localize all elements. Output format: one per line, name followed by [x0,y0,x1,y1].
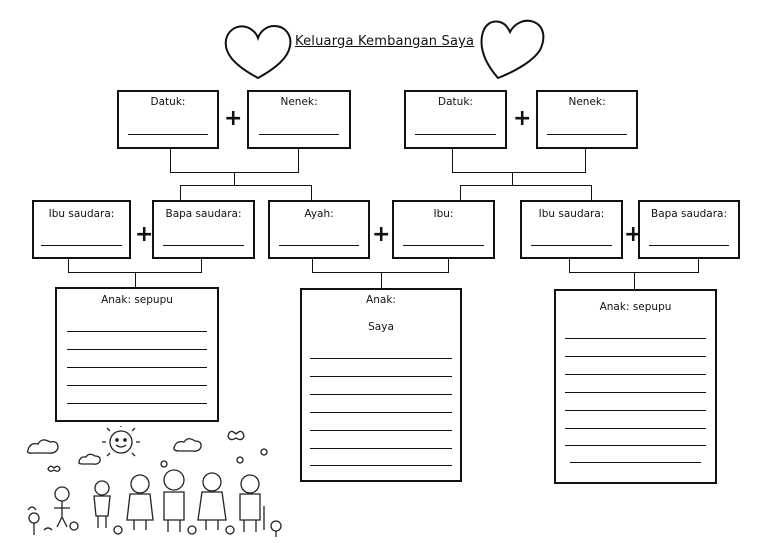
name-input-line[interactable] [163,245,244,246]
ibu-label: Ibu: [433,208,454,220]
plus-sign: + [624,222,643,247]
name-input-line[interactable] [128,134,208,135]
connector-bracket [170,149,299,173]
name-input-line[interactable] [565,374,706,375]
name-input-line[interactable] [565,445,706,446]
name-input-line[interactable] [310,394,452,395]
nenek-box-right: Nenek: [536,90,638,149]
anak-sepupu-box-right: Anak: sepupu [554,289,717,484]
name-input-line[interactable] [565,428,706,429]
bapa-saudara-box-left: Bapa saudara: [152,200,255,259]
connector-line [634,273,635,289]
name-input-line[interactable] [310,465,452,466]
name-input-line[interactable] [310,376,452,377]
name-input-line[interactable] [259,134,339,135]
datuk-box-right: Datuk: [404,90,507,149]
name-input-line[interactable] [67,403,207,404]
ayah-label: Ayah: [304,208,334,220]
name-input-line[interactable] [570,462,701,463]
connector-line [512,173,513,185]
connector-line [381,273,382,288]
name-input-line[interactable] [531,245,612,246]
name-input-line[interactable] [547,134,627,135]
family-doodle-illustration [26,426,282,537]
ibu-saudara-box-right: Ibu saudara: [520,200,623,259]
name-input-line[interactable] [565,356,706,357]
connector-bracket [569,259,699,273]
name-input-line[interactable] [565,410,706,411]
ibu-saudara-label: Ibu saudara: [538,208,605,220]
name-input-line[interactable] [67,349,207,350]
name-input-line[interactable] [310,358,452,359]
heart-icon [480,19,545,80]
name-input-line[interactable] [649,245,729,246]
connector-line [135,273,136,287]
name-input-line[interactable] [565,392,706,393]
bapa-saudara-label: Bapa saudara: [165,208,242,220]
plus-sign: + [224,106,243,131]
name-input-line[interactable] [403,245,484,246]
name-input-line[interactable] [310,412,452,413]
connector-bracket [452,149,586,173]
name-input-line[interactable] [67,331,207,332]
plus-sign: + [135,222,154,247]
connector-bracket [460,185,592,201]
anak-sepupu-label: Anak: sepupu [101,294,173,306]
anak-saya-box: Anak: Saya [300,288,462,482]
bapa-saudara-label: Bapa saudara: [650,208,728,220]
ibu-saudara-box-left: Ibu saudara: [32,200,131,259]
anak-label: Anak: [366,294,396,306]
plus-sign: + [372,222,391,247]
name-input-line[interactable] [565,338,706,339]
connector-bracket [180,185,312,200]
connector-line [234,173,235,185]
page-title: Keluarga Kembangan Saya [295,34,475,49]
name-input-line[interactable] [415,134,496,135]
name-input-line[interactable] [67,385,207,386]
bapa-saudara-box-right: Bapa saudara: [638,200,740,259]
anak-sepupu-label: Anak: sepupu [599,301,672,313]
saya-label: Saya [368,321,394,333]
datuk-label: Datuk: [150,96,186,108]
plus-sign: + [513,106,532,131]
name-input-line[interactable] [41,245,122,246]
connector-bracket [68,259,202,273]
ibu-box: Ibu: [392,200,495,259]
nenek-label: Nenek: [280,96,318,108]
nenek-label: Nenek: [568,96,606,108]
name-input-line[interactable] [310,430,452,431]
datuk-box-left: Datuk: [117,90,219,149]
name-input-line[interactable] [310,448,452,449]
heart-icon [224,24,292,80]
anak-sepupu-box-left: Anak: sepupu [55,287,219,422]
name-input-line[interactable] [67,367,207,368]
ayah-box: Ayah: [268,200,370,259]
connector-bracket [312,259,449,273]
nenek-box-left: Nenek: [247,90,351,149]
name-input-line[interactable] [279,245,359,246]
ibu-saudara-label: Ibu saudara: [48,208,115,220]
datuk-label: Datuk: [438,96,473,108]
